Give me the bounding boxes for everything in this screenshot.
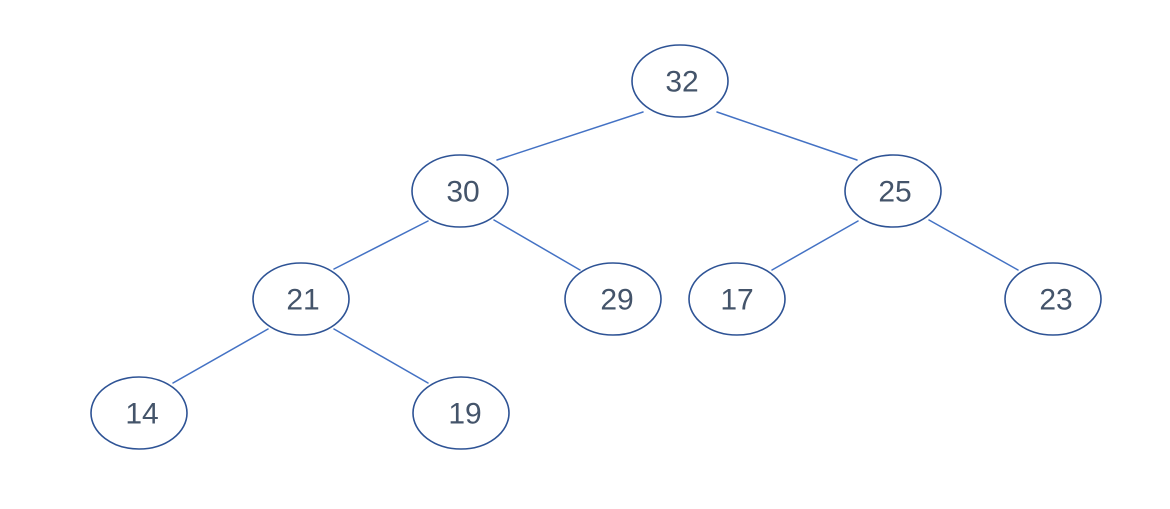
node-label: 17 [720, 284, 753, 317]
node-layer: 32 30 25 21 29 17 23 14 19 [90, 44, 1102, 450]
node-label: 25 [878, 176, 911, 209]
tree-node-17[interactable]: 17 [688, 262, 786, 336]
node-label: 30 [446, 176, 479, 209]
node-label: 21 [286, 284, 319, 317]
node-label: 32 [665, 66, 698, 99]
tree-edge-n21-n14 [172, 328, 269, 384]
edge-layer [172, 111, 1019, 384]
tree-edge-n25-n17 [771, 220, 859, 271]
tree-node-14[interactable]: 14 [90, 376, 188, 450]
tree-node-19[interactable]: 19 [412, 376, 510, 450]
tree-node-32[interactable]: 32 [631, 44, 729, 118]
tree-edge-n30-n21 [333, 220, 429, 270]
tree-edge-n30-n29 [493, 219, 581, 271]
node-ellipse [252, 262, 350, 336]
node-ellipse [688, 262, 786, 336]
tree-edge-n21-n19 [333, 328, 429, 384]
tree-node-21[interactable]: 21 [252, 262, 350, 336]
node-label: 23 [1039, 284, 1072, 317]
tree-node-25[interactable]: 25 [844, 154, 942, 228]
node-ellipse [844, 154, 942, 228]
node-ellipse [631, 44, 729, 118]
node-ellipse [411, 154, 509, 228]
node-ellipse [564, 262, 662, 336]
node-ellipse [1004, 262, 1102, 336]
tree-node-29[interactable]: 29 [564, 262, 662, 336]
node-ellipse [90, 376, 188, 450]
tree-edge-n32-n25 [716, 111, 858, 161]
tree-edge-n32-n30 [496, 111, 644, 161]
tree-node-30[interactable]: 30 [411, 154, 509, 228]
node-ellipse [412, 376, 510, 450]
node-label: 19 [448, 398, 481, 431]
node-label: 29 [600, 284, 633, 317]
tree-node-23[interactable]: 23 [1004, 262, 1102, 336]
node-label: 14 [125, 398, 158, 431]
tree-edge-n25-n23 [928, 219, 1019, 271]
